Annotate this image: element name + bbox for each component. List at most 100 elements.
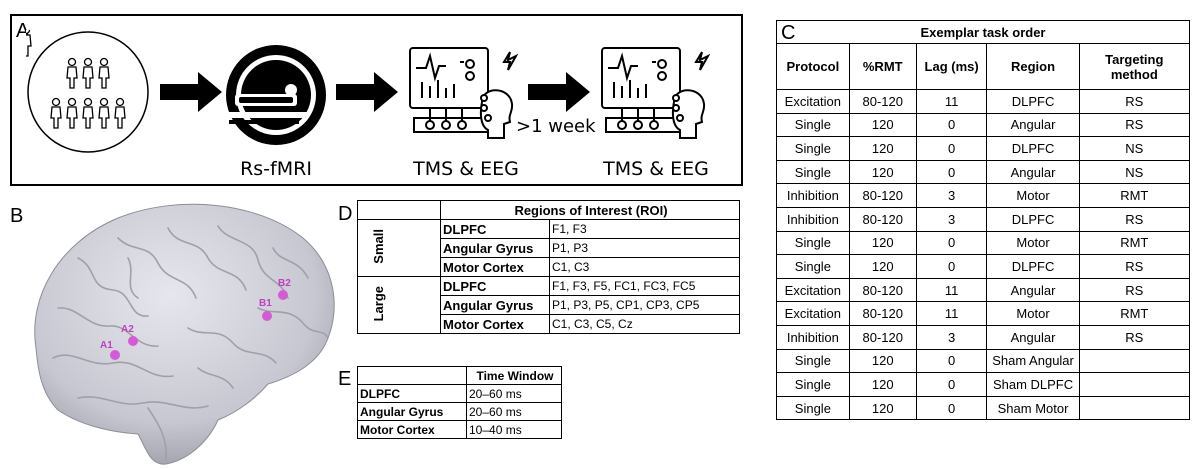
task-order-cell: Sham Angular [986,348,1080,374]
column-header: Protocol [776,43,850,90]
roi-spacer [398,276,441,334]
task-order-cell [1078,348,1191,374]
roi-channels: C1, C3 [549,257,740,277]
task-order-cell: Single [776,372,850,397]
roi-region-name: Motor Cortex [440,257,550,277]
column-header: %RMT [848,43,917,90]
task-order-cell: 120 [848,348,917,374]
task-order-cell: RS [1078,112,1191,138]
panel-a-box: A Rs-fMRI [10,14,743,186]
time-window-value: 20–60 ms [466,402,562,421]
task-order-cell: Inhibition [776,206,850,232]
task-order-cell: 11 [915,89,988,114]
task-order-cell: 120 [848,254,917,279]
panel-b-letter: B [10,205,24,227]
time-window-region: Angular Gyrus [357,402,467,421]
time-window-region: Motor Cortex [357,420,467,439]
arrow-right-icon [160,72,222,112]
roi-region-name: DLPFC [440,219,550,239]
task-order-cell: DLPFC [986,206,1080,232]
task-order-cell: 0 [915,254,988,279]
task-order-cell: Sham DLPFC [986,372,1080,397]
column-header: Region [986,43,1080,90]
task-order-cell: Angular [986,277,1080,303]
panel-d-letter: D [338,203,353,225]
task-order-cell: RMT [1078,183,1191,208]
task-order-cell: 80-120 [848,183,917,208]
roi-channels: C1, C3, C5, Cz [549,314,740,334]
task-order-cell: NS [1078,136,1191,161]
task-order-cell: Angular [986,324,1080,350]
task-order-cell: 3 [915,183,988,208]
task-order-cell: Single [776,348,850,374]
time-window-value: 10–40 ms [466,420,562,439]
task-order-cell: NS [1078,159,1191,185]
task-order-cell: 120 [848,136,917,161]
task-order-cell: RS [1078,277,1191,303]
column-header: Lag (ms) [915,43,988,90]
task-order-header-row: Protocol %RMT Lag (ms) Region Targeting … [776,43,1191,90]
task-order-cell: Single [776,159,850,185]
arrow-right-icon [336,72,398,112]
task-order-cell: 120 [848,230,917,256]
task-order-cell: 0 [915,112,988,138]
task-order-cell: 0 [915,230,988,256]
task-order-cell: Inhibition [776,183,850,208]
task-order-cell: 0 [915,395,988,421]
task-order-cell: 120 [848,159,917,185]
task-order-cell: 0 [915,372,988,397]
task-order-cell: Sham Motor [986,395,1080,421]
task-order-cell: Angular [986,159,1080,185]
tms-eeg-monitor-icon [409,47,518,139]
target-a2-label: A2 [121,324,134,335]
task-order-cell [1078,372,1191,397]
task-order-cell: 80-120 [848,89,917,114]
stimulation-targets: A1 A2 B1 B2 [100,278,291,360]
task-order-cell: Excitation [776,301,850,326]
task-order-cell: RMT [1078,301,1191,326]
roi-region-name: Angular Gyrus [440,295,550,315]
roi-channels: P1, P3, P5, CP1, CP3, CP5 [549,295,740,315]
column-header: Targeting method [1078,43,1191,90]
task-order-cell: 11 [915,301,988,326]
task-order-cell: 80-120 [848,301,917,326]
tms-eeg-monitor-icon [601,47,710,139]
task-order-cell: Single [776,395,850,421]
time-window-region: DLPFC [357,384,467,403]
task-order-cell: Single [776,230,850,256]
roi-size-label: Small [370,229,386,264]
task-order-title: Exemplar task order [776,20,1190,44]
panel-e-letter: E [338,368,352,390]
brain-illustration: A1 A2 B1 B2 [34,203,335,465]
roi-region-name: Motor Cortex [440,314,550,334]
roi-channels: P1, P3 [549,238,740,258]
task-order-cell: Single [776,112,850,138]
task-order-cell: Motor [986,183,1080,208]
task-order-cell: DLPFC [986,89,1080,114]
roi-size-label: Large [370,285,386,322]
task-order-cell: RMT [1078,230,1191,256]
task-order-cell: 0 [915,159,988,185]
task-order-cell: Angular [986,112,1080,138]
task-order-cell: Single [776,254,850,279]
task-order-cell: 80-120 [848,277,917,303]
roi-header-blank [357,200,441,220]
roi-spacer [398,219,441,277]
roi-header-row: Regions of Interest (ROI) [357,200,740,220]
